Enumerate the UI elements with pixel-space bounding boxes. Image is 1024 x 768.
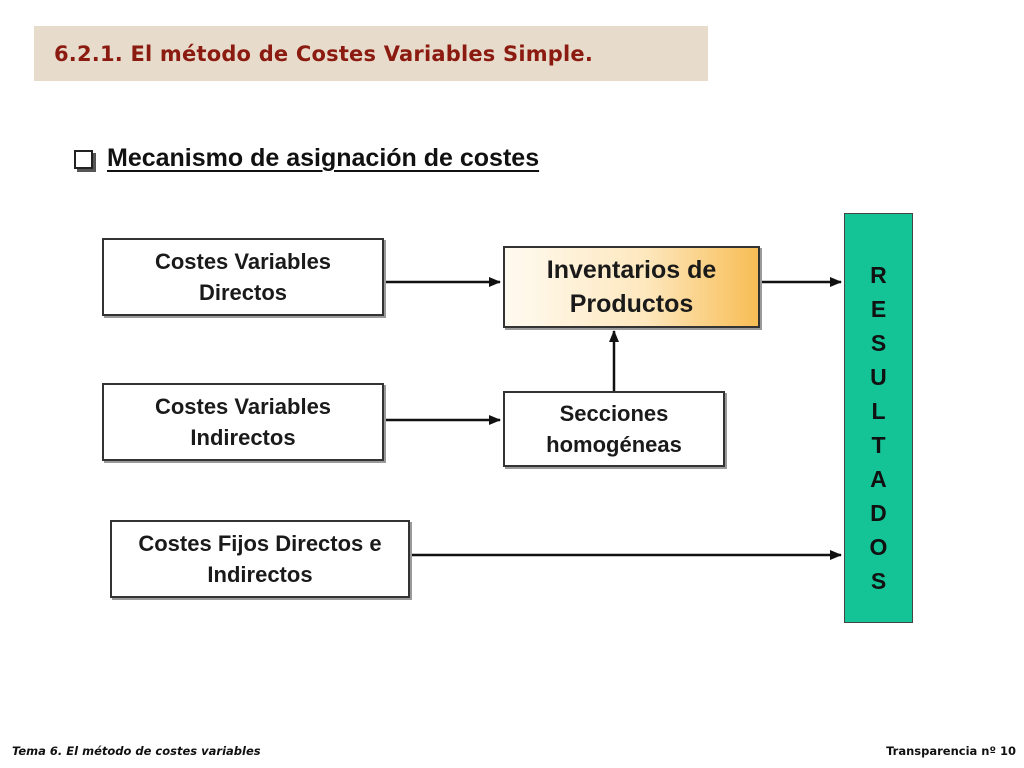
resultados-letter: A	[870, 466, 887, 492]
box-label: Inventarios de Productos	[546, 256, 717, 318]
resultados-letter: O	[869, 534, 888, 560]
resultados-letter: S	[870, 330, 887, 356]
box-label: Costes Fijos Directos e Indirectos	[138, 531, 382, 587]
box-secciones-homogeneas: Secciones homogéneas	[503, 391, 725, 467]
slide-title: 6.2.1. El método de Costes Variables Sim…	[54, 41, 594, 66]
heading-text: Mecanismo de asignación de costes	[107, 144, 540, 172]
box-costes-variables-indirectos: Costes Variables Indirectos	[102, 383, 384, 461]
section-heading: Mecanismo de asignación de costes	[74, 144, 539, 173]
checkbox-bullet-icon	[74, 150, 93, 169]
box-label: Costes Variables Directos	[154, 249, 332, 305]
resultados-letter: D	[870, 500, 887, 526]
resultados-box: R E S U L T A D O S	[844, 213, 913, 623]
footer-left: Tema 6. El método de costes variables	[12, 744, 261, 758]
box-inventarios-productos: Inventarios de Productos	[503, 246, 760, 328]
resultados-letter: S	[870, 568, 887, 594]
box-label: Costes Variables Indirectos	[154, 394, 332, 450]
resultados-letter: L	[871, 398, 886, 424]
resultados-letter: T	[871, 432, 886, 458]
resultados-letters: R E S U L T A D O S	[870, 258, 888, 598]
title-bar: 6.2.1. El método de Costes Variables Sim…	[34, 26, 708, 81]
box-label: Secciones homogéneas	[546, 401, 682, 457]
box-costes-variables-directos: Costes Variables Directos	[102, 238, 384, 316]
box-costes-fijos: Costes Fijos Directos e Indirectos	[110, 520, 410, 598]
footer-right: Transparencia nº 10	[886, 744, 1016, 758]
resultados-letter: R	[870, 262, 887, 288]
resultados-letter: E	[870, 296, 887, 322]
resultados-letter: U	[870, 364, 887, 390]
